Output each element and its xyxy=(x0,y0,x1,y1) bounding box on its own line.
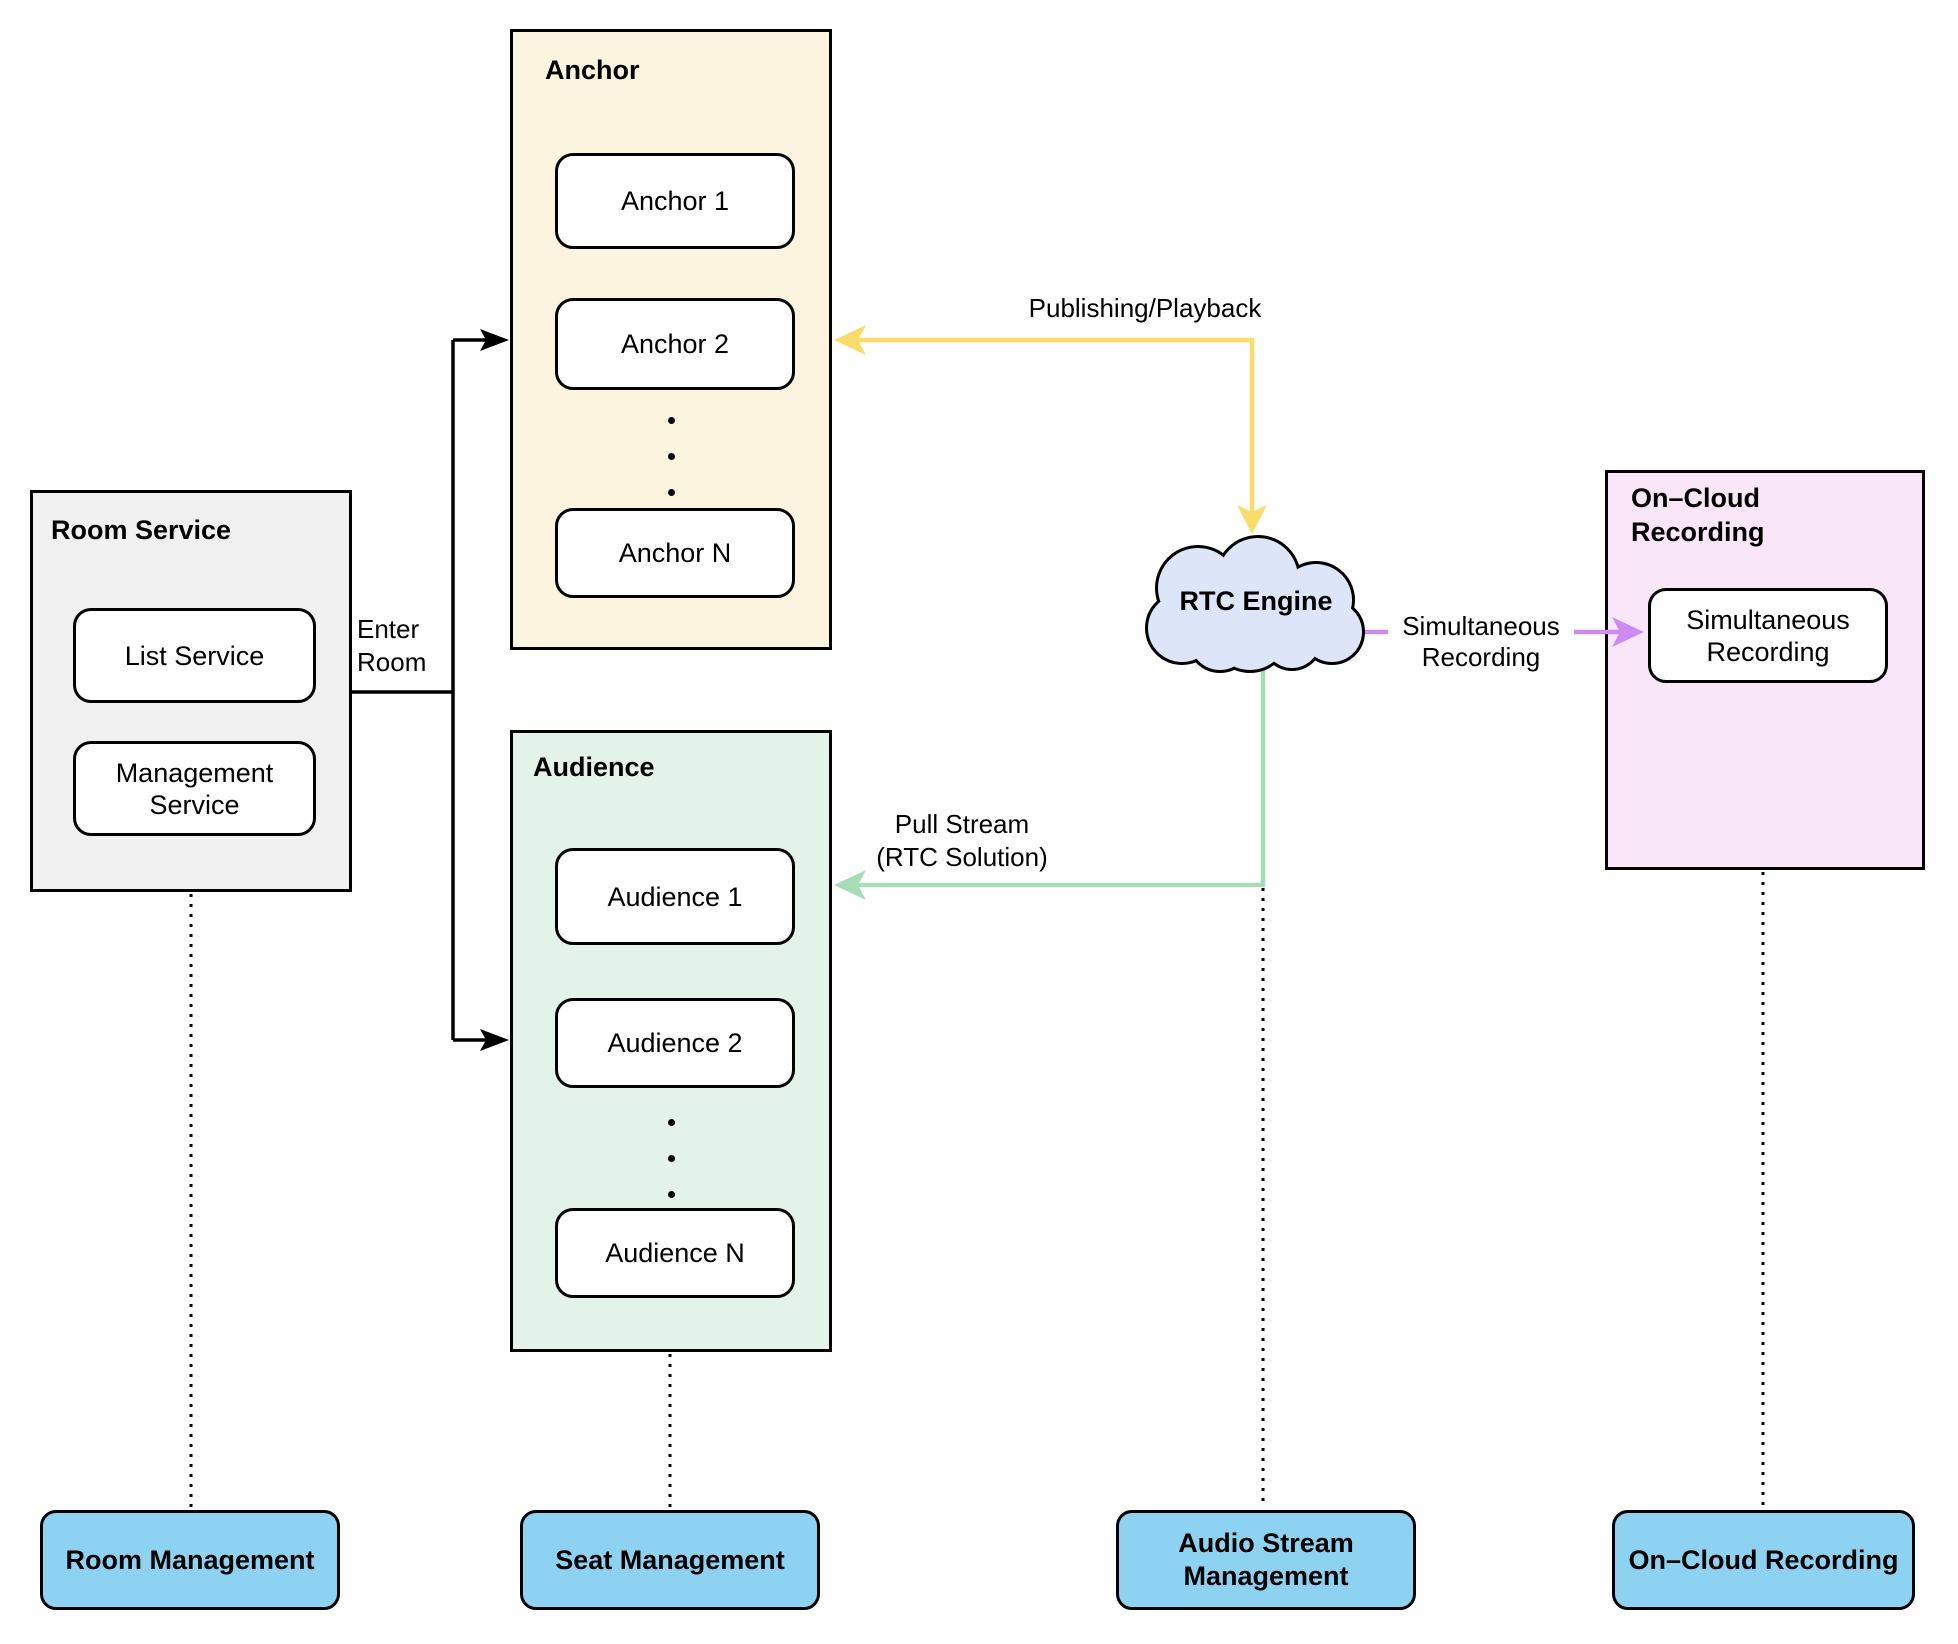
enter-room-arrowhead-audience xyxy=(480,1029,509,1051)
publishing-playback-arrowhead-down xyxy=(1237,505,1267,534)
audience-group-title: Audience xyxy=(533,752,655,782)
rtc-engine-label: RTC Engine xyxy=(1179,586,1333,616)
anchor-n-node: Anchor N xyxy=(555,508,795,598)
audience-n-node: Audience N xyxy=(555,1208,795,1298)
ellipsis-dot xyxy=(667,1155,675,1162)
vertical-ellipsis xyxy=(513,417,829,496)
on-cloud-recording-group: On–Cloud Recording Simultaneous Recordin… xyxy=(1605,470,1925,870)
pull-stream-label: Pull Stream (RTC Solution) xyxy=(848,808,1076,874)
ellipsis-dot xyxy=(667,489,675,496)
audience-group: Audience Audience 1 Audience 2 Audience … xyxy=(510,730,832,1352)
ellipsis-dot xyxy=(667,453,675,460)
simultaneous-recording-node: Simultaneous Recording xyxy=(1648,588,1888,683)
room-management-box: Room Management xyxy=(40,1510,340,1610)
enter-room-connector xyxy=(352,338,488,1042)
simultaneous-recording-label-line1: Simultaneous xyxy=(1402,611,1560,641)
anchor-2-node: Anchor 2 xyxy=(555,298,795,390)
pull-stream-label-line1: Pull Stream xyxy=(894,809,1030,839)
ellipsis-dot xyxy=(667,417,675,424)
publishing-playback-label: Publishing/Playback xyxy=(1028,293,1262,323)
anchor-group: Anchor Anchor 1 Anchor 2 Anchor N xyxy=(510,29,832,650)
audience-1-node: Audience 1 xyxy=(555,848,795,945)
list-service-node: List Service xyxy=(73,608,316,703)
publishing-playback-line xyxy=(856,337,1255,512)
management-service-node: Management Service xyxy=(73,741,316,836)
pull-stream-arrowhead xyxy=(834,870,866,900)
publishing-playback-arrowhead-left xyxy=(834,325,866,355)
audio-stream-management-box: Audio Stream Management xyxy=(1116,1510,1416,1610)
seat-management-box: Seat Management xyxy=(520,1510,820,1610)
anchor-1-node: Anchor 1 xyxy=(555,153,795,249)
on-cloud-recording-box: On–Cloud Recording xyxy=(1612,1510,1915,1610)
simultaneous-recording-label-line2: Recording xyxy=(1421,642,1541,672)
vertical-ellipsis xyxy=(513,1119,829,1198)
pull-stream-label-line2: (RTC Solution) xyxy=(876,842,1048,872)
enter-room-arrowhead-anchor xyxy=(480,329,509,351)
simultaneous-recording-label: Simultaneous Recording xyxy=(1388,611,1574,673)
room-service-group: Room Service List Service Management Ser… xyxy=(30,490,352,892)
ellipsis-dot xyxy=(667,1191,675,1198)
anchor-group-title: Anchor xyxy=(545,55,640,85)
on-cloud-recording-title: On–Cloud Recording xyxy=(1631,483,1765,547)
enter-room-label: Enter Room xyxy=(357,614,427,677)
ellipsis-dot xyxy=(667,1119,675,1126)
room-service-title: Room Service xyxy=(51,515,232,545)
audience-2-node: Audience 2 xyxy=(555,998,795,1088)
